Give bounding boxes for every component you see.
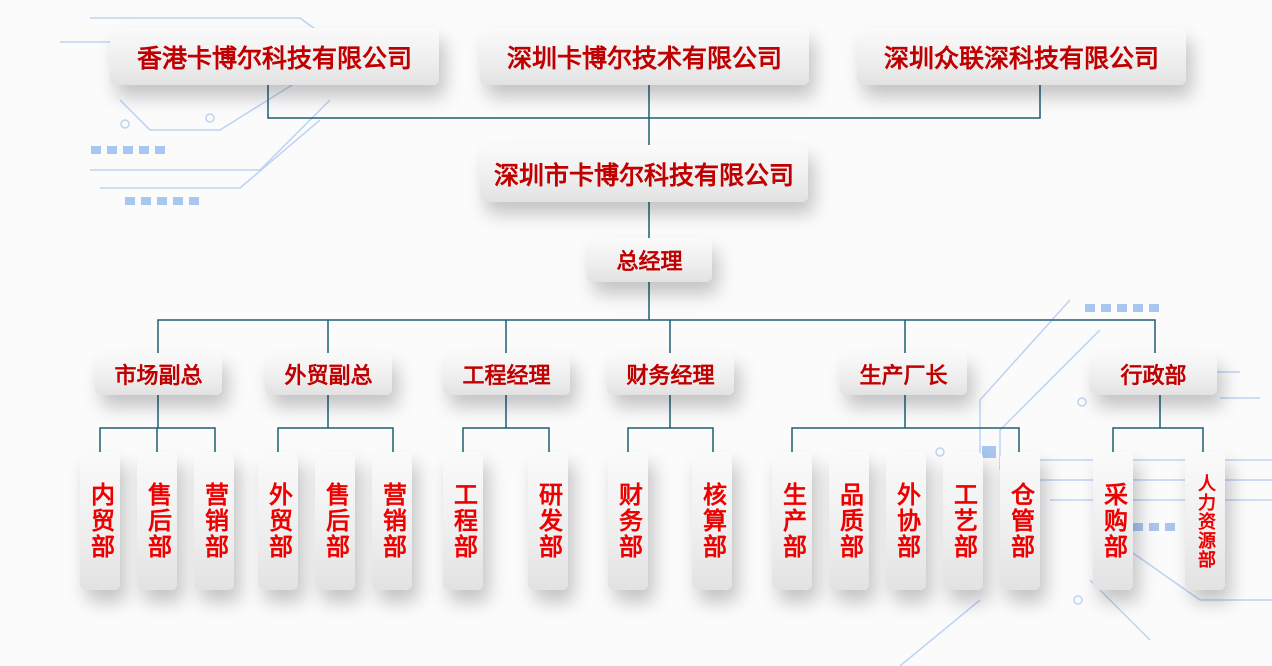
main-company-box: 深圳市卡博尔科技有限公司	[480, 145, 808, 202]
division-box: 市场副总	[95, 353, 222, 395]
department-box: 品质部	[829, 452, 869, 590]
department-box: 财务部	[608, 452, 648, 590]
department-box: 外贸部	[258, 452, 298, 590]
department-box: 营销部	[372, 452, 412, 590]
general-manager-box: 总经理	[587, 238, 712, 282]
department-box: 工艺部	[943, 452, 983, 590]
department-box: 营销部	[194, 452, 234, 590]
department-box: 仓管部	[1000, 452, 1040, 590]
company-box: 深圳卡博尔技术有限公司	[480, 28, 809, 85]
division-box: 财务经理	[607, 353, 734, 395]
department-box: 售后部	[315, 452, 355, 590]
division-box: 外贸副总	[265, 353, 392, 395]
company-box: 深圳众联深科技有限公司	[857, 28, 1186, 85]
department-box: 外协部	[886, 452, 926, 590]
department-box: 工程部	[443, 452, 483, 590]
department-box: 售后部	[137, 452, 177, 590]
department-box: 研发部	[528, 452, 568, 590]
department-box: 采购部	[1093, 452, 1133, 590]
department-box: 内贸部	[80, 452, 120, 590]
department-box: 生产部	[772, 452, 812, 590]
division-box: 工程经理	[443, 353, 570, 395]
company-box: 香港卡博尔科技有限公司	[110, 28, 439, 85]
department-box: 人力资源部	[1185, 452, 1225, 590]
department-box: 核算部	[692, 452, 732, 590]
division-box: 生产厂长	[840, 353, 967, 395]
division-box: 行政部	[1090, 353, 1217, 395]
